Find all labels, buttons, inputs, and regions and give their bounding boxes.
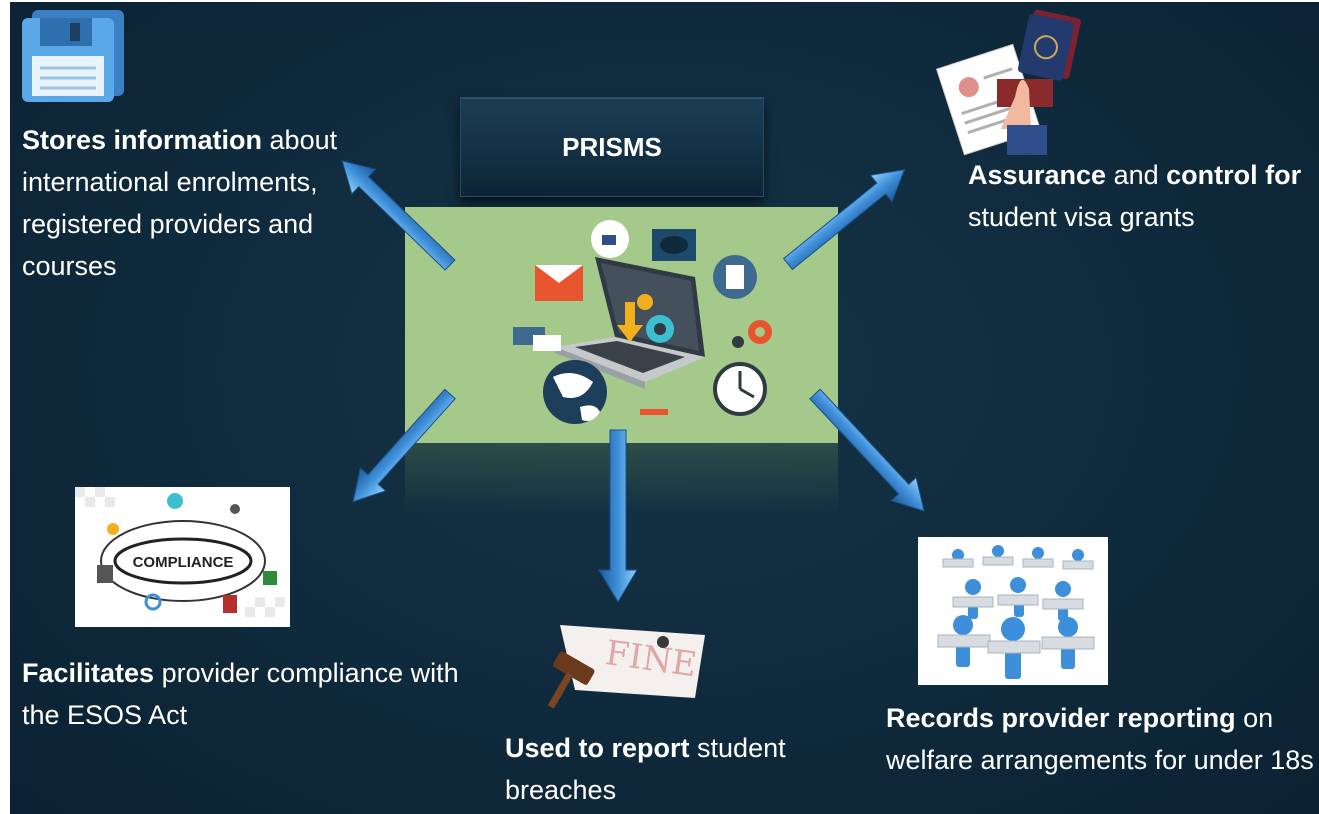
arrow-to-used: [598, 429, 638, 603]
arrow-to-records: [809, 388, 925, 512]
visa-documents-icon: [936, 9, 1081, 156]
label-assurance-bold2: control for: [1166, 160, 1302, 190]
label-stores-rest: about international enrolments, register…: [22, 125, 338, 281]
label-used-rest: student breaches: [505, 733, 786, 805]
compliance-cloud-icon: COMPLIANCE: [75, 487, 290, 627]
arrows-layer: [341, 160, 925, 603]
floppy-disk-icon: [22, 10, 124, 102]
label-assurance-rest: student visa grants: [968, 202, 1195, 232]
label-assurance: Assurance and control for student visa g…: [968, 154, 1308, 238]
label-records: Records provider reporting on welfare ar…: [886, 697, 1316, 781]
label-records-bold: Records provider reporting: [886, 703, 1236, 733]
label-assurance-bold1: Assurance: [968, 160, 1107, 190]
label-assurance-mid: and: [1106, 160, 1167, 190]
label-facilitates: Facilitates provider compliance with the…: [22, 652, 462, 736]
title-box: PRISMS: [460, 97, 764, 197]
people-puzzle-icon: [918, 537, 1108, 685]
label-stores-bold: Stores information: [22, 125, 263, 155]
laptop-tech-icon: [513, 220, 772, 424]
arrow-to-assurance: [782, 168, 906, 271]
label-facilitates-rest: provider compliance with the ESOS Act: [22, 658, 459, 730]
gavel-fine-icon: FINE: [547, 625, 705, 709]
title-text: PRISMS: [562, 131, 662, 162]
arrow-to-facilitates: [352, 388, 456, 503]
label-stores: Stores information about international e…: [22, 119, 362, 287]
label-records-rest: on welfare arrangements for under 18s: [886, 703, 1314, 775]
arrow-to-stores: [341, 160, 456, 271]
label-used: Used to report student breaches: [505, 727, 850, 811]
compliance-word: COMPLIANCE: [133, 554, 234, 571]
label-facilitates-bold: Facilitates: [22, 658, 155, 688]
label-used-bold: Used to report: [505, 733, 690, 763]
diagram-canvas: PRISMS: [10, 2, 1319, 814]
